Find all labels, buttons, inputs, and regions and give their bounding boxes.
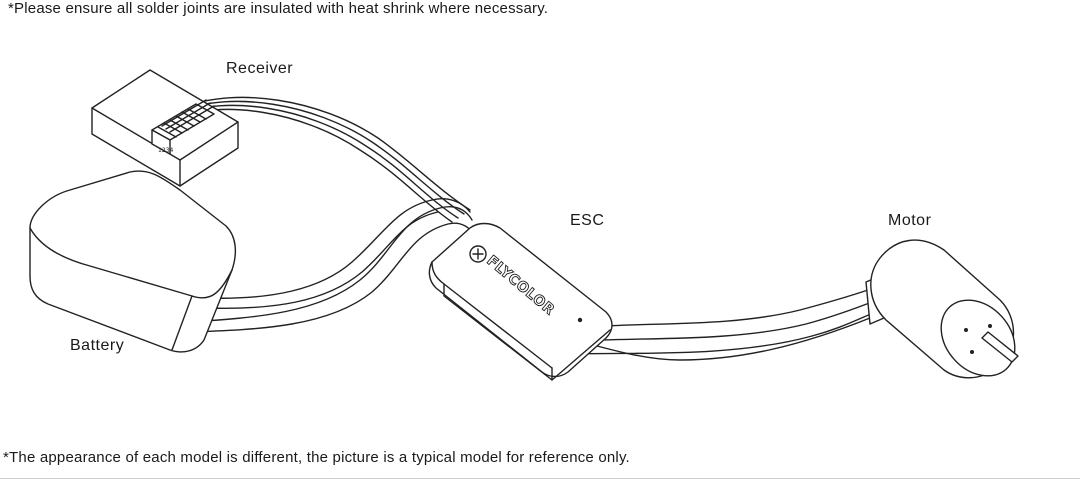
receiver-unit: 1234 xyxy=(91,69,239,187)
battery-power-wires xyxy=(185,198,475,333)
footer-divider xyxy=(0,478,1080,479)
instruction-note: *Please ensure all solder joints are ins… xyxy=(8,0,549,17)
motor-unit xyxy=(865,239,1019,379)
wiring-diagram: 1234 FLYCOLOR xyxy=(29,69,1019,381)
motor-wires xyxy=(565,289,877,361)
receiver-label: Receiver xyxy=(226,60,294,77)
svg-text:1234: 1234 xyxy=(158,147,173,154)
motor-label: Motor xyxy=(888,212,932,229)
battery-pack xyxy=(29,170,237,353)
esc-label: ESC xyxy=(570,212,605,229)
battery-label: Battery xyxy=(70,337,125,354)
disclaimer-note: *The appearance of each model is differe… xyxy=(3,449,630,466)
esc-unit: FLYCOLOR xyxy=(428,222,613,381)
